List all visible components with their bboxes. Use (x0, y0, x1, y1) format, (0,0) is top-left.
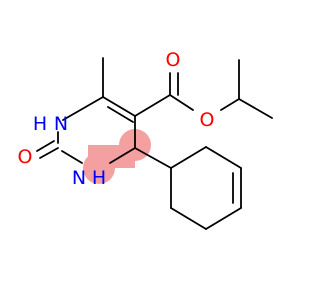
atom-h-n3: H (92, 167, 106, 189)
atom-h-n1: H (33, 113, 47, 135)
atom-o-urea: O (18, 146, 33, 168)
bond-n3-c2 (61, 150, 83, 164)
bond-c5-ester-c (134, 94, 171, 117)
atom-n1: N (54, 113, 68, 135)
urea-carbonyl-bonds (36, 140, 59, 159)
bond-isopropyl-ch3-right (238, 98, 273, 119)
atom-labels: O O H N N H O (18, 49, 215, 189)
atom-n3: N (72, 167, 86, 189)
bond-c4-cyclohexenyl (134, 147, 172, 169)
bond-ring-c5-c6 (170, 207, 207, 230)
bond-c4-n3 (109, 147, 136, 164)
bond-ester-c-o-single (169, 94, 194, 111)
bond-ring-c1-c2 (170, 146, 207, 169)
bond-c2-o-double (36, 140, 55, 152)
atom-o-ether-ester: O (200, 109, 215, 131)
bond-o-isopropyl-ch (220, 98, 240, 111)
bond-c6-c5-double (107, 106, 134, 123)
atom-o-carbonyl-ester: O (166, 49, 181, 71)
bond-c6-c5 (102, 96, 136, 117)
bond-n1-c6 (62, 96, 104, 121)
bond-ring-c4-c5 (205, 207, 242, 230)
ester-bonds (134, 59, 273, 119)
highlight-bridge (88, 145, 135, 168)
bond-ring-c2-c3 (205, 146, 242, 169)
bond-c2-o (39, 147, 59, 159)
molecule-structure-diagram: O O H N N H O (18, 49, 273, 230)
cyclohexenyl-bonds (134, 146, 242, 230)
pyrimidine-ring-bonds (57, 96, 136, 164)
